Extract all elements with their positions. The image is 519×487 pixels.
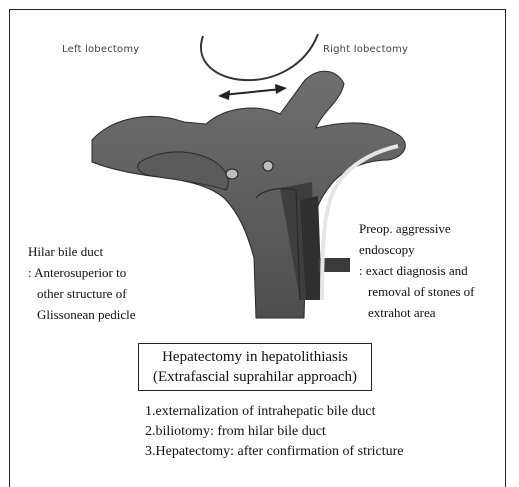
note-line: Preop. aggressive: [359, 218, 475, 239]
arrow-head-right: [275, 84, 287, 94]
step-item: 1.externalization of intrahepatic bile d…: [145, 402, 404, 422]
step-item: 3.Hepatectomy: after confirmation of str…: [145, 442, 404, 462]
note-line: Hilar bile duct: [28, 241, 136, 262]
hilar-bile-duct-note: Hilar bile duct : Anterosuperior to othe…: [28, 241, 136, 325]
box-subtitle: (Extrafascial suprahilar approach): [139, 367, 371, 387]
box-title: Hepatectomy in hepatolithiasis: [139, 347, 371, 367]
hepatectomy-title-box: Hepatectomy in hepatolithiasis (Extrafas…: [138, 343, 372, 391]
note-line: : Anterosuperior to: [28, 262, 136, 283]
procedure-steps-list: 1.externalization of intrahepatic bile d…: [145, 402, 404, 462]
resection-curve: [201, 34, 318, 80]
note-line: endoscopy: [359, 239, 475, 260]
step-item: 2.biliotomy: from hilar bile duct: [145, 422, 404, 442]
duct-opening-right: [263, 161, 273, 171]
note-line: extrahot area: [359, 302, 475, 323]
right-lobectomy-label: Right lobectomy: [323, 44, 408, 55]
left-lobectomy-label: Left lobectomy: [62, 44, 139, 55]
note-line: other structure of: [28, 283, 136, 304]
note-line: removal of stones of: [359, 281, 475, 302]
duct-opening-left: [226, 169, 238, 179]
arrow-head-left: [218, 90, 230, 100]
note-line: Glissonean pedicle: [28, 304, 136, 325]
preop-endoscopy-note: Preop. aggressive endoscopy : exact diag…: [359, 218, 475, 323]
note-line: : exact diagnosis and: [359, 260, 475, 281]
double-arrow: [222, 89, 282, 95]
